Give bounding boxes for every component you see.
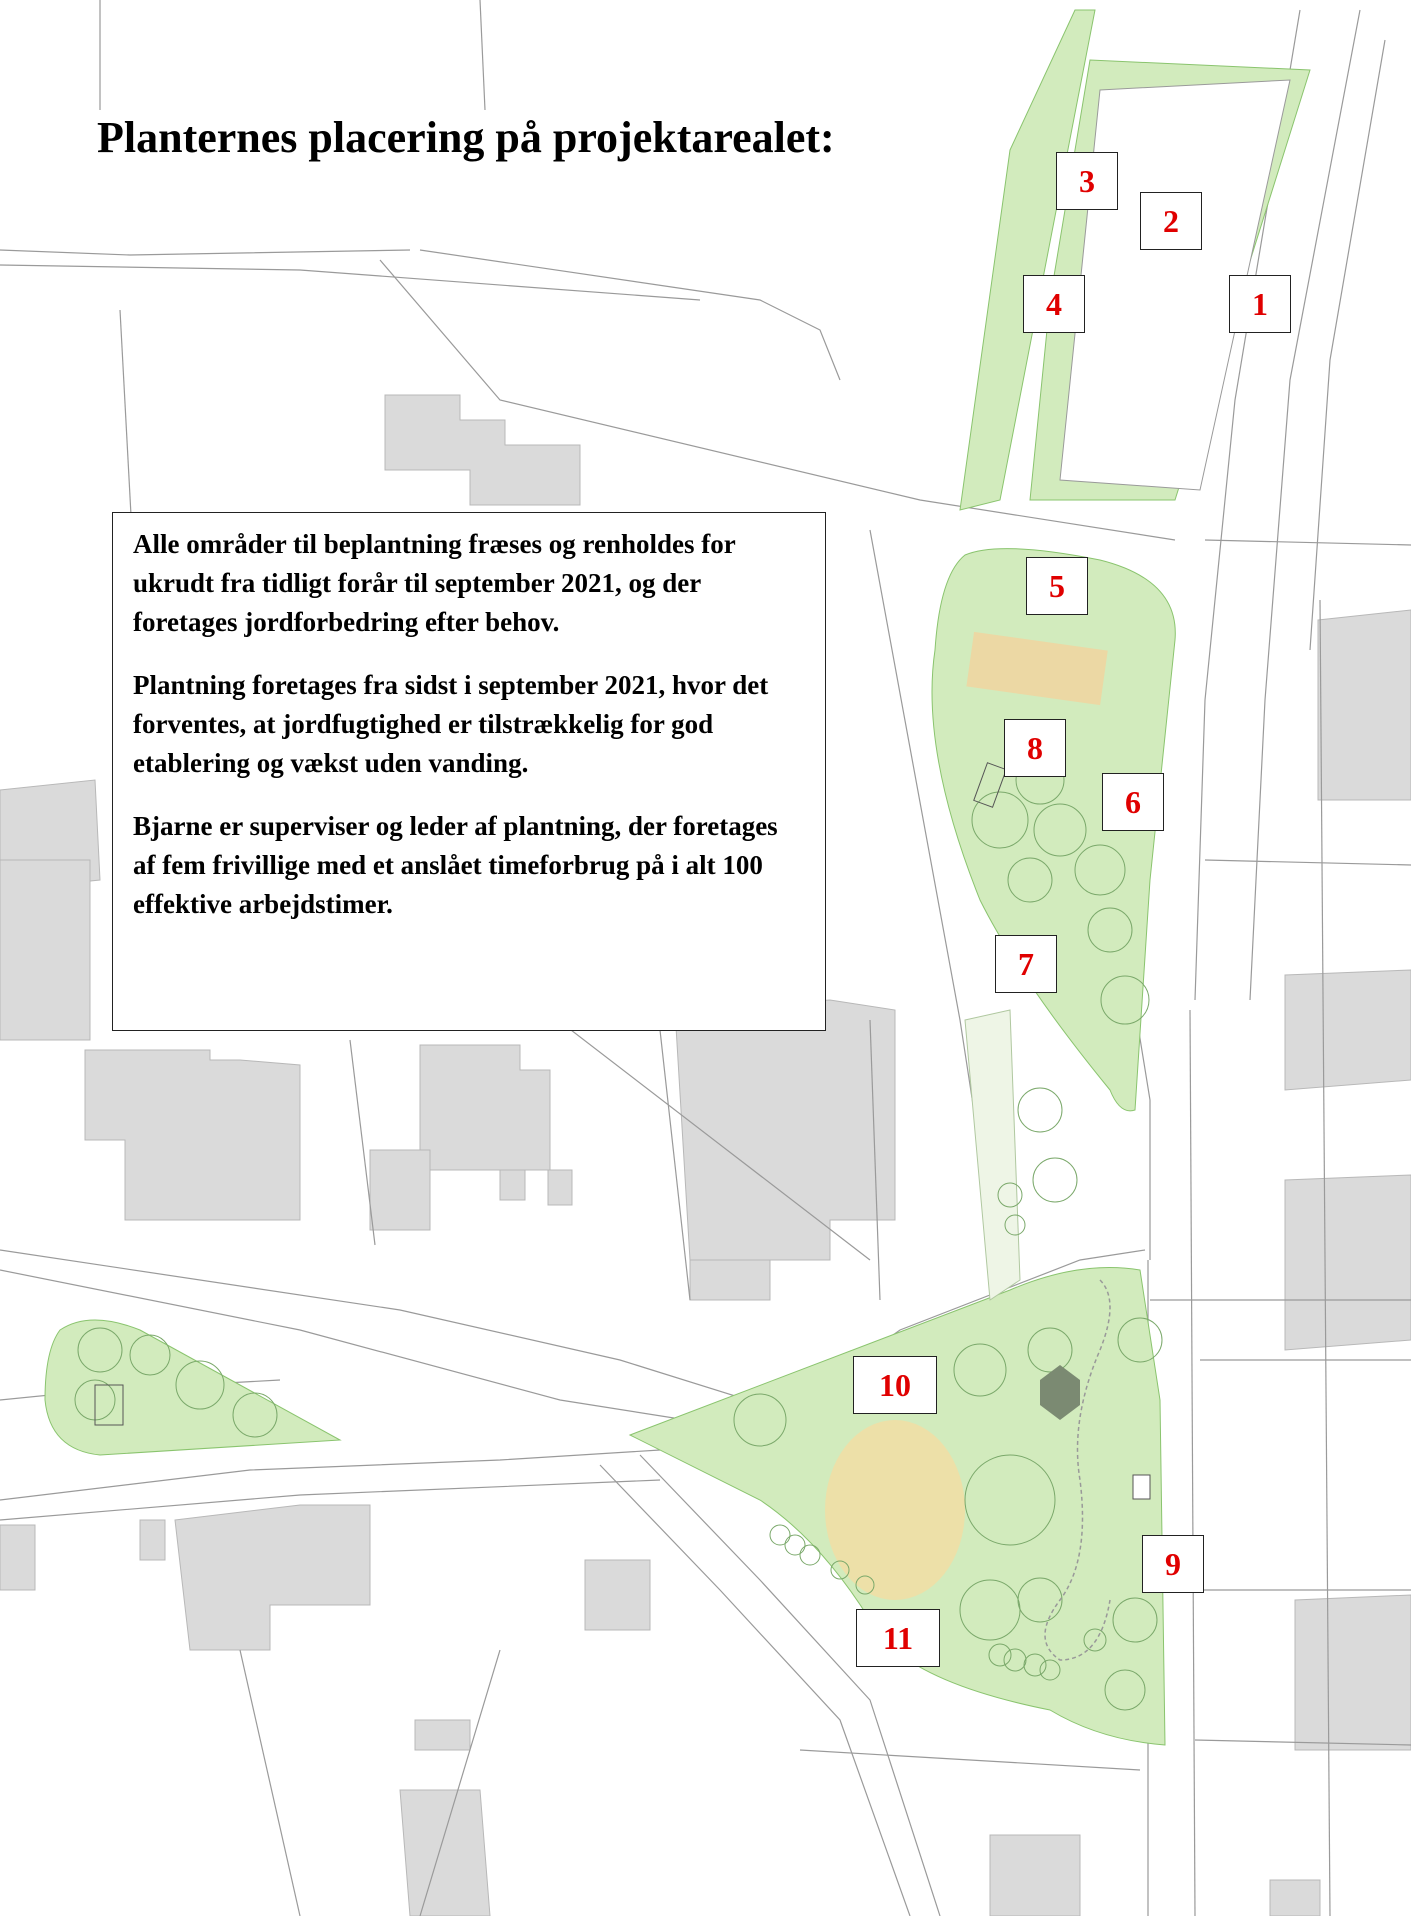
page-title: Planternes placering på projektarealet:	[97, 113, 835, 162]
marker-7: 7	[995, 935, 1057, 993]
tree-cluster-dark	[1040, 1365, 1080, 1420]
buildings	[0, 394, 1411, 1916]
marker-1: 1	[1229, 275, 1291, 333]
marker-10: 10	[853, 1356, 937, 1414]
marker-9: 9	[1142, 1535, 1204, 1593]
trees	[74, 755, 1163, 1711]
shelter	[94, 1384, 124, 1426]
marker-2: 2	[1140, 192, 1202, 250]
info-paragraph-planting: Plantning foretages fra sidst i septembe…	[133, 670, 769, 778]
info-box: Alle områder til beplantning fræses og r…	[112, 512, 826, 1031]
winding-path	[1044, 1279, 1111, 1661]
info-paragraph-preparation: Alle områder til beplantning fræses og r…	[133, 529, 736, 637]
play-area-sand	[825, 1420, 965, 1600]
info-paragraph-volunteers: Bjarne er superviser og leder af plantni…	[133, 811, 778, 919]
marker-5: 5	[1026, 557, 1088, 615]
marker-11: 11	[856, 1609, 940, 1667]
compost-box	[973, 762, 1007, 808]
marker-8: 8	[1004, 719, 1066, 777]
path-strip	[964, 1009, 1021, 1301]
marker-3: 3	[1056, 152, 1118, 210]
marker-4: 4	[1023, 275, 1085, 333]
bench	[1132, 1474, 1151, 1500]
marker-6: 6	[1102, 773, 1164, 831]
sand-area-north	[966, 631, 1108, 706]
